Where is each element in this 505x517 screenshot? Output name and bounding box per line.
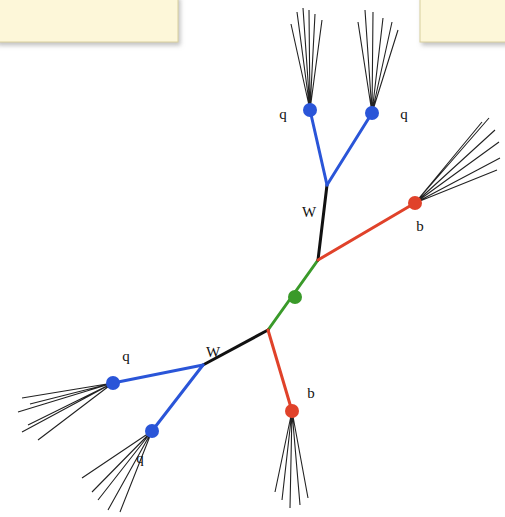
jets bbox=[18, 8, 500, 512]
quark-label: b bbox=[307, 386, 315, 401]
boson-label: W bbox=[206, 345, 220, 360]
particle-label: q bbox=[279, 107, 287, 122]
panel bbox=[0, 0, 178, 42]
particle-label: q bbox=[122, 349, 130, 364]
particle-label: q bbox=[400, 107, 408, 122]
panel bbox=[420, 0, 505, 42]
vertex-dots bbox=[106, 103, 422, 438]
quark-label: b bbox=[416, 219, 424, 234]
particle-label: q bbox=[136, 451, 144, 466]
boson-label: W bbox=[302, 205, 316, 220]
decay-lines bbox=[113, 110, 415, 431]
